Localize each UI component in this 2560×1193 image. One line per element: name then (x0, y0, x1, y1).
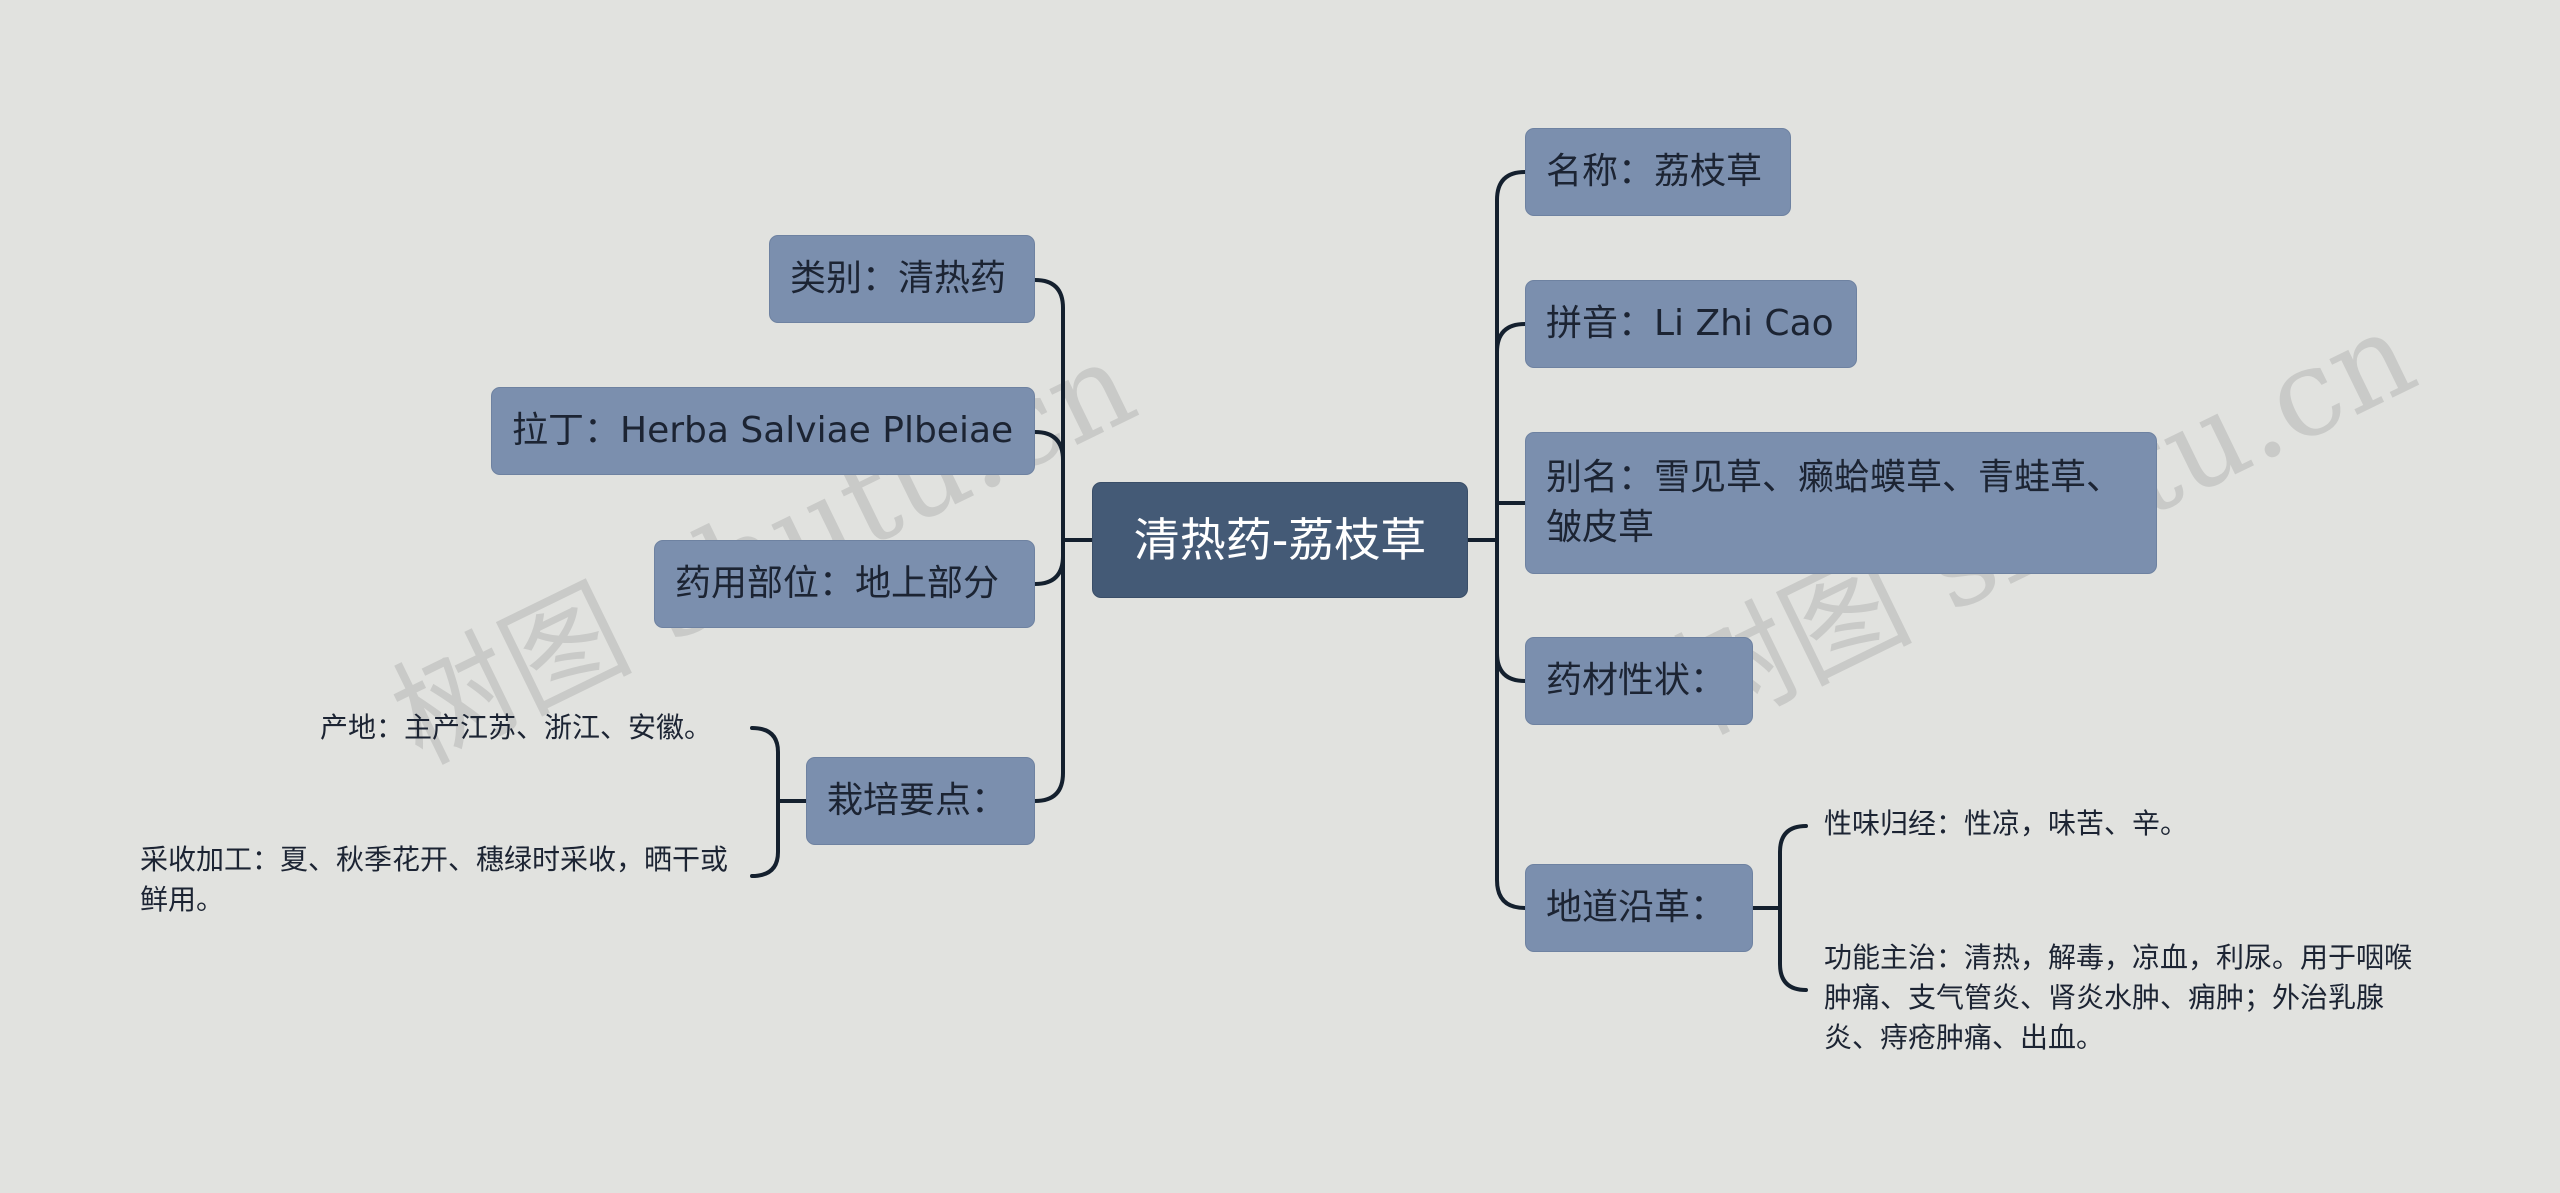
edge-left-latin (1033, 430, 1065, 462)
edge-right-pinyin (1495, 322, 1527, 354)
leaf-origin: 产地：主产江苏、浙江、安徽。 (320, 711, 713, 744)
edge-left-trunk (1033, 278, 1065, 803)
topic-latin[interactable]: 拉丁：Herba Salviae Plbeiae (491, 387, 1035, 475)
leaf-harvest: 采收加工：夏、秋季花开、穗绿时采收，晒干或鲜用。 (140, 843, 729, 916)
topic-category[interactable]: 类别：清热药 (769, 235, 1035, 323)
topic-properties[interactable]: 药材性状： (1525, 637, 1753, 725)
edge-right-trunk (1495, 170, 1527, 910)
edge-cultivation-bracket (750, 726, 780, 878)
edge-authentic-bracket (1778, 824, 1808, 992)
topic-cultivation[interactable]: 栽培要点： (806, 757, 1035, 845)
topic-authentic[interactable]: 地道沿革： (1525, 864, 1753, 952)
central-topic[interactable]: 清热药-荔枝草 (1092, 482, 1468, 598)
leaf-taste: 性味归经：性凉，味苦、辛。 (1824, 807, 2189, 840)
leaf-function: 功能主治：清热，解毒，凉血，利尿。用于咽喉肿痛、支气管炎、肾炎水肿、痈肿；外治乳… (1824, 941, 2413, 1054)
topic-name[interactable]: 名称：荔枝草 (1525, 128, 1791, 216)
topic-pinyin[interactable]: 拼音：Li Zhi Cao (1525, 280, 1857, 368)
topic-medicinal-part[interactable]: 药用部位：地上部分 (654, 540, 1035, 628)
edge-left-part (1033, 554, 1065, 586)
edge-right-properties (1495, 651, 1527, 683)
topic-alias[interactable]: 别名：雪见草、癞蛤蟆草、青蛙草、皱皮草 (1525, 432, 2157, 574)
